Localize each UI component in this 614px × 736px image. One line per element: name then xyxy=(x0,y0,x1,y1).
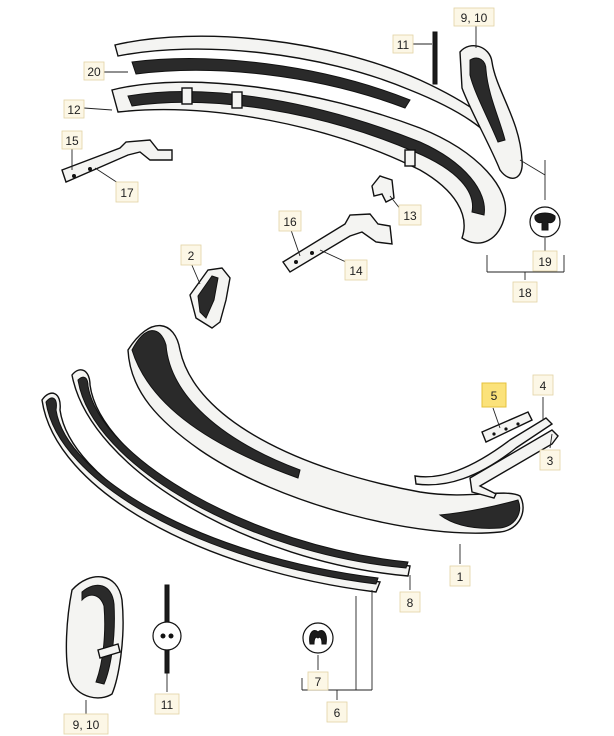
svg-text:18: 18 xyxy=(518,286,532,300)
front-bracket-3 xyxy=(469,429,559,499)
svg-text:7: 7 xyxy=(315,675,322,689)
label-14: 14 xyxy=(344,259,368,281)
svg-text:14: 14 xyxy=(349,264,363,278)
rear-bumper-bar-inner xyxy=(127,91,485,216)
rod-11-profile-dot-2 xyxy=(168,633,174,639)
label-11-top: 11 xyxy=(392,34,414,54)
label-12: 12 xyxy=(63,99,85,119)
rear-rod-11 xyxy=(432,31,438,85)
label-16: 16 xyxy=(278,210,302,232)
bracket-17-hole-1 xyxy=(72,174,76,178)
rear-end-cap-shade xyxy=(469,57,506,143)
bracket-5-hole-3 xyxy=(516,422,520,426)
label-2: 2 xyxy=(180,244,202,266)
label-9-10-top: 9, 10 xyxy=(453,7,495,27)
front-guard-bracket-2-shade xyxy=(197,275,219,319)
label-20: 20 xyxy=(83,61,105,81)
svg-text:3: 3 xyxy=(547,454,554,468)
svg-text:20: 20 xyxy=(87,65,101,79)
bracket-5-hole-2 xyxy=(504,427,508,431)
label-4: 4 xyxy=(532,374,554,396)
label-3: 3 xyxy=(539,449,561,471)
svg-text:9, 10: 9, 10 xyxy=(461,11,488,25)
front-strip-rubber xyxy=(77,376,409,569)
label-11-bottom: 11 xyxy=(154,693,180,715)
svg-text:9, 10: 9, 10 xyxy=(73,718,100,732)
label-6: 6 xyxy=(326,701,348,723)
bracket-14-hole-1 xyxy=(294,260,298,264)
front-end-cap-shade xyxy=(81,584,115,685)
bracket-17-hole-2 xyxy=(88,167,92,171)
svg-text:15: 15 xyxy=(65,134,79,148)
front-bracket-4 xyxy=(414,417,554,486)
bracket-5-hole-1 xyxy=(492,432,496,436)
label-17: 17 xyxy=(115,181,139,203)
end-cap-bolt xyxy=(97,643,121,659)
svg-text:8: 8 xyxy=(407,596,414,610)
front-bumper-bar-shade xyxy=(131,330,301,479)
rod-11-profile-circle xyxy=(152,621,182,651)
label-5-highlighted: 5 xyxy=(481,382,507,408)
seal-profile-19-icon xyxy=(534,212,556,231)
front-bumper-lower-edge xyxy=(438,499,521,529)
svg-text:13: 13 xyxy=(403,209,417,223)
rod-11-profile-dot-1 xyxy=(160,633,166,639)
label-9-10-bottom: 9, 10 xyxy=(63,713,109,735)
bracket-14-hole-2 xyxy=(310,251,314,255)
label-8: 8 xyxy=(399,591,421,613)
label-1: 1 xyxy=(449,565,471,587)
svg-text:17: 17 xyxy=(120,186,134,200)
svg-text:1: 1 xyxy=(457,570,464,584)
rear-bracket-14 xyxy=(281,213,393,273)
svg-text:4: 4 xyxy=(540,379,547,393)
rear-bumper-trim-rubber xyxy=(131,58,411,109)
rear-bracket-17 xyxy=(61,139,173,183)
svg-text:11: 11 xyxy=(397,38,410,52)
label-13: 13 xyxy=(398,204,422,226)
front-trim-shade xyxy=(45,397,379,585)
bar-clip-1 xyxy=(181,87,193,105)
svg-text:16: 16 xyxy=(283,215,297,229)
svg-text:11: 11 xyxy=(161,698,174,712)
bar-clip-2 xyxy=(231,91,243,109)
label-15: 15 xyxy=(61,130,83,150)
label-19: 19 xyxy=(532,250,558,272)
svg-text:5: 5 xyxy=(491,389,498,403)
rear-clip-13 xyxy=(371,175,395,203)
label-18: 18 xyxy=(512,281,538,303)
seal-profile-7-icon xyxy=(309,630,327,645)
svg-text:19: 19 xyxy=(538,255,552,269)
label-7: 7 xyxy=(307,671,329,691)
svg-text:2: 2 xyxy=(188,249,195,263)
svg-text:6: 6 xyxy=(334,706,341,720)
svg-text:12: 12 xyxy=(67,103,81,117)
bar-clip-3 xyxy=(404,149,416,167)
